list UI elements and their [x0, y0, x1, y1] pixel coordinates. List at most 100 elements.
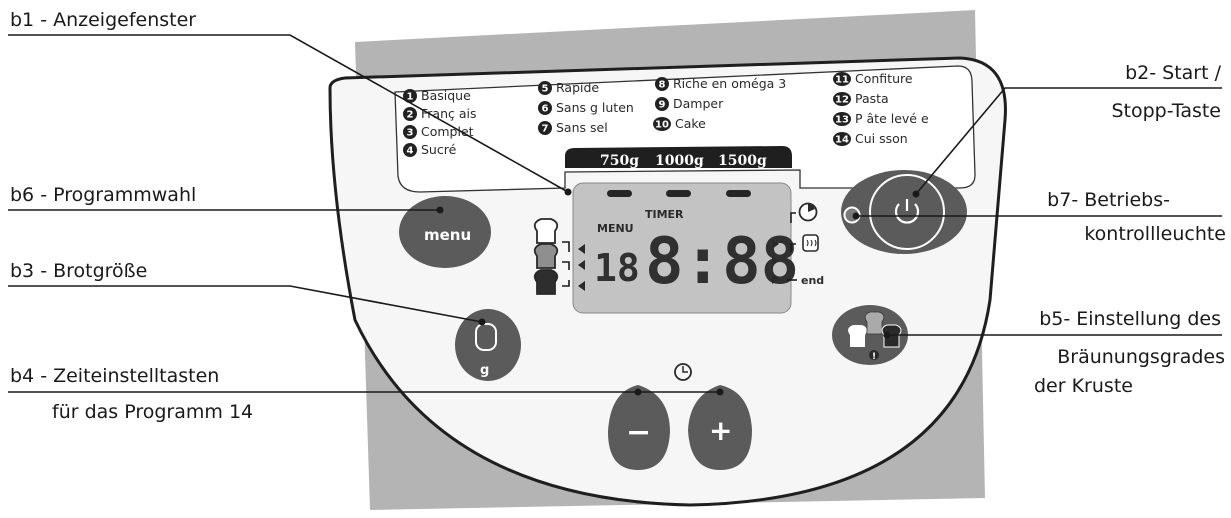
- power-icon: [894, 203, 920, 224]
- toast-light-icon: [533, 218, 559, 244]
- size-1500: 1500g: [718, 153, 767, 169]
- program-label: Cui sson: [855, 131, 908, 146]
- program-number-badge: [833, 92, 851, 106]
- bread-size-unit: g: [480, 363, 489, 378]
- program-number-badge: [655, 97, 669, 111]
- program-number: 6: [542, 104, 549, 115]
- label-b4-line1: b4 - Zeiteinstelltasten: [10, 365, 219, 387]
- crust-color-button[interactable]: [832, 305, 908, 365]
- program-number-badge: [403, 143, 417, 157]
- plus-button-label: +: [709, 414, 732, 447]
- size-1000: 1000g: [655, 153, 704, 169]
- keep-warm-waves: [806, 239, 817, 247]
- toast-medium-icon: [533, 243, 559, 269]
- program-number-badge: [403, 107, 417, 121]
- program-label: Pasta: [855, 91, 889, 106]
- leader-b2: [915, 87, 1222, 195]
- end-label: end: [801, 274, 824, 287]
- program-number-badge: [403, 89, 417, 103]
- program-number: 13: [835, 115, 849, 126]
- crust-button-toast-light: [848, 325, 867, 347]
- program-label: P âte levé e: [855, 111, 929, 126]
- program-number-badge: [655, 77, 669, 91]
- program-number: 7: [542, 124, 549, 135]
- label-b6: b6 - Programmwahl: [10, 184, 196, 206]
- program-label: Complet: [421, 124, 474, 139]
- leader-b1-dot: [564, 188, 572, 196]
- program-number-badge: [653, 117, 671, 131]
- delay-clock-hand: [808, 204, 815, 212]
- menu-button[interactable]: [399, 196, 491, 268]
- lcd-timer-label: TIMER: [645, 208, 684, 221]
- program-label: Rapide: [556, 80, 599, 95]
- crust-button-mark-circle: [869, 350, 879, 360]
- leader-b6-dot: [436, 206, 444, 214]
- program-label: Confiture: [855, 71, 913, 86]
- program-label: Riche en oméga 3: [673, 76, 786, 91]
- start-stop-ring: [869, 174, 945, 250]
- label-b4-line2: für das Programm 14: [52, 401, 253, 423]
- program-number: 9: [659, 100, 666, 111]
- leader-b4-dot-plus: [716, 388, 724, 396]
- lcd-size-marker-1500: [726, 190, 751, 197]
- program-label: Basique: [421, 88, 471, 103]
- label-b5-line3: der Kruste: [1034, 375, 1133, 397]
- program-number: 1: [407, 92, 414, 103]
- program-number-badge: [538, 121, 552, 135]
- plus-button[interactable]: [688, 385, 752, 470]
- leader-b4-dot-minus: [634, 388, 642, 396]
- leader-b5-dot: [883, 331, 891, 339]
- program-number: 5: [542, 84, 549, 95]
- program-number-badge: [833, 132, 851, 146]
- program-number: 2: [407, 110, 414, 121]
- program-label: Damper: [673, 96, 724, 111]
- status-arrow-keep-warm: [772, 256, 779, 266]
- leader-b1: [8, 34, 569, 193]
- bread-loaf-icon: [475, 323, 497, 351]
- crust-arrow-dark: [578, 281, 585, 291]
- label-b7-line1: b7- Betriebs-: [1047, 189, 1170, 211]
- program-label: Sans g luten: [556, 100, 634, 115]
- lcd-size-marker-1000: [666, 190, 691, 197]
- leader-b2-dot: [912, 190, 920, 198]
- bread-size-button[interactable]: [455, 309, 521, 381]
- lcd-menu-label: MENU: [597, 222, 634, 235]
- program-number: 8: [659, 80, 666, 91]
- program-label: Sans sel: [556, 120, 608, 135]
- status-arrow-delay: [772, 239, 779, 249]
- size-750: 750g: [600, 153, 639, 169]
- start-stop-button-outer[interactable]: [841, 170, 967, 254]
- lcd-size-marker-750: [607, 190, 632, 197]
- program-number-badge: [403, 125, 417, 139]
- keep-warm-icon: [802, 234, 819, 252]
- minus-button[interactable]: [608, 385, 670, 470]
- leader-b7-dot: [852, 212, 860, 220]
- label-b5-line2: Bräunungsgrades: [1057, 346, 1225, 368]
- program-number: 10: [655, 120, 669, 131]
- size-band: [565, 146, 792, 168]
- lcd-program-digits: 18: [594, 246, 640, 290]
- program-number: 3: [407, 128, 414, 139]
- timer-clock-hands: [682, 366, 688, 373]
- program-label: Cake: [675, 116, 706, 131]
- minus-button-label: −: [626, 415, 651, 450]
- toast-brackets: [562, 241, 570, 287]
- program-number: 11: [835, 75, 849, 86]
- crust-arrow-light: [578, 244, 585, 254]
- leader-b3: [8, 285, 483, 323]
- label-b2-line1: b2- Start /: [1125, 62, 1221, 84]
- crust-arrow-medium: [578, 260, 585, 270]
- program-card: [394, 65, 976, 193]
- program-number: 4: [407, 146, 414, 157]
- program-number-badge: [538, 81, 552, 95]
- status-brackets: [790, 212, 796, 252]
- program-number-badge: [833, 112, 851, 126]
- toast-dark-icon: [533, 269, 559, 295]
- label-b5-line1: b5- Einstellung des: [1039, 308, 1221, 330]
- crust-button-toast-medium: [864, 311, 885, 335]
- program-number-badge: [538, 101, 552, 115]
- menu-button-label: menu: [424, 226, 471, 244]
- timer-clock-icon: [674, 363, 692, 381]
- leader-b3-dot: [478, 318, 486, 326]
